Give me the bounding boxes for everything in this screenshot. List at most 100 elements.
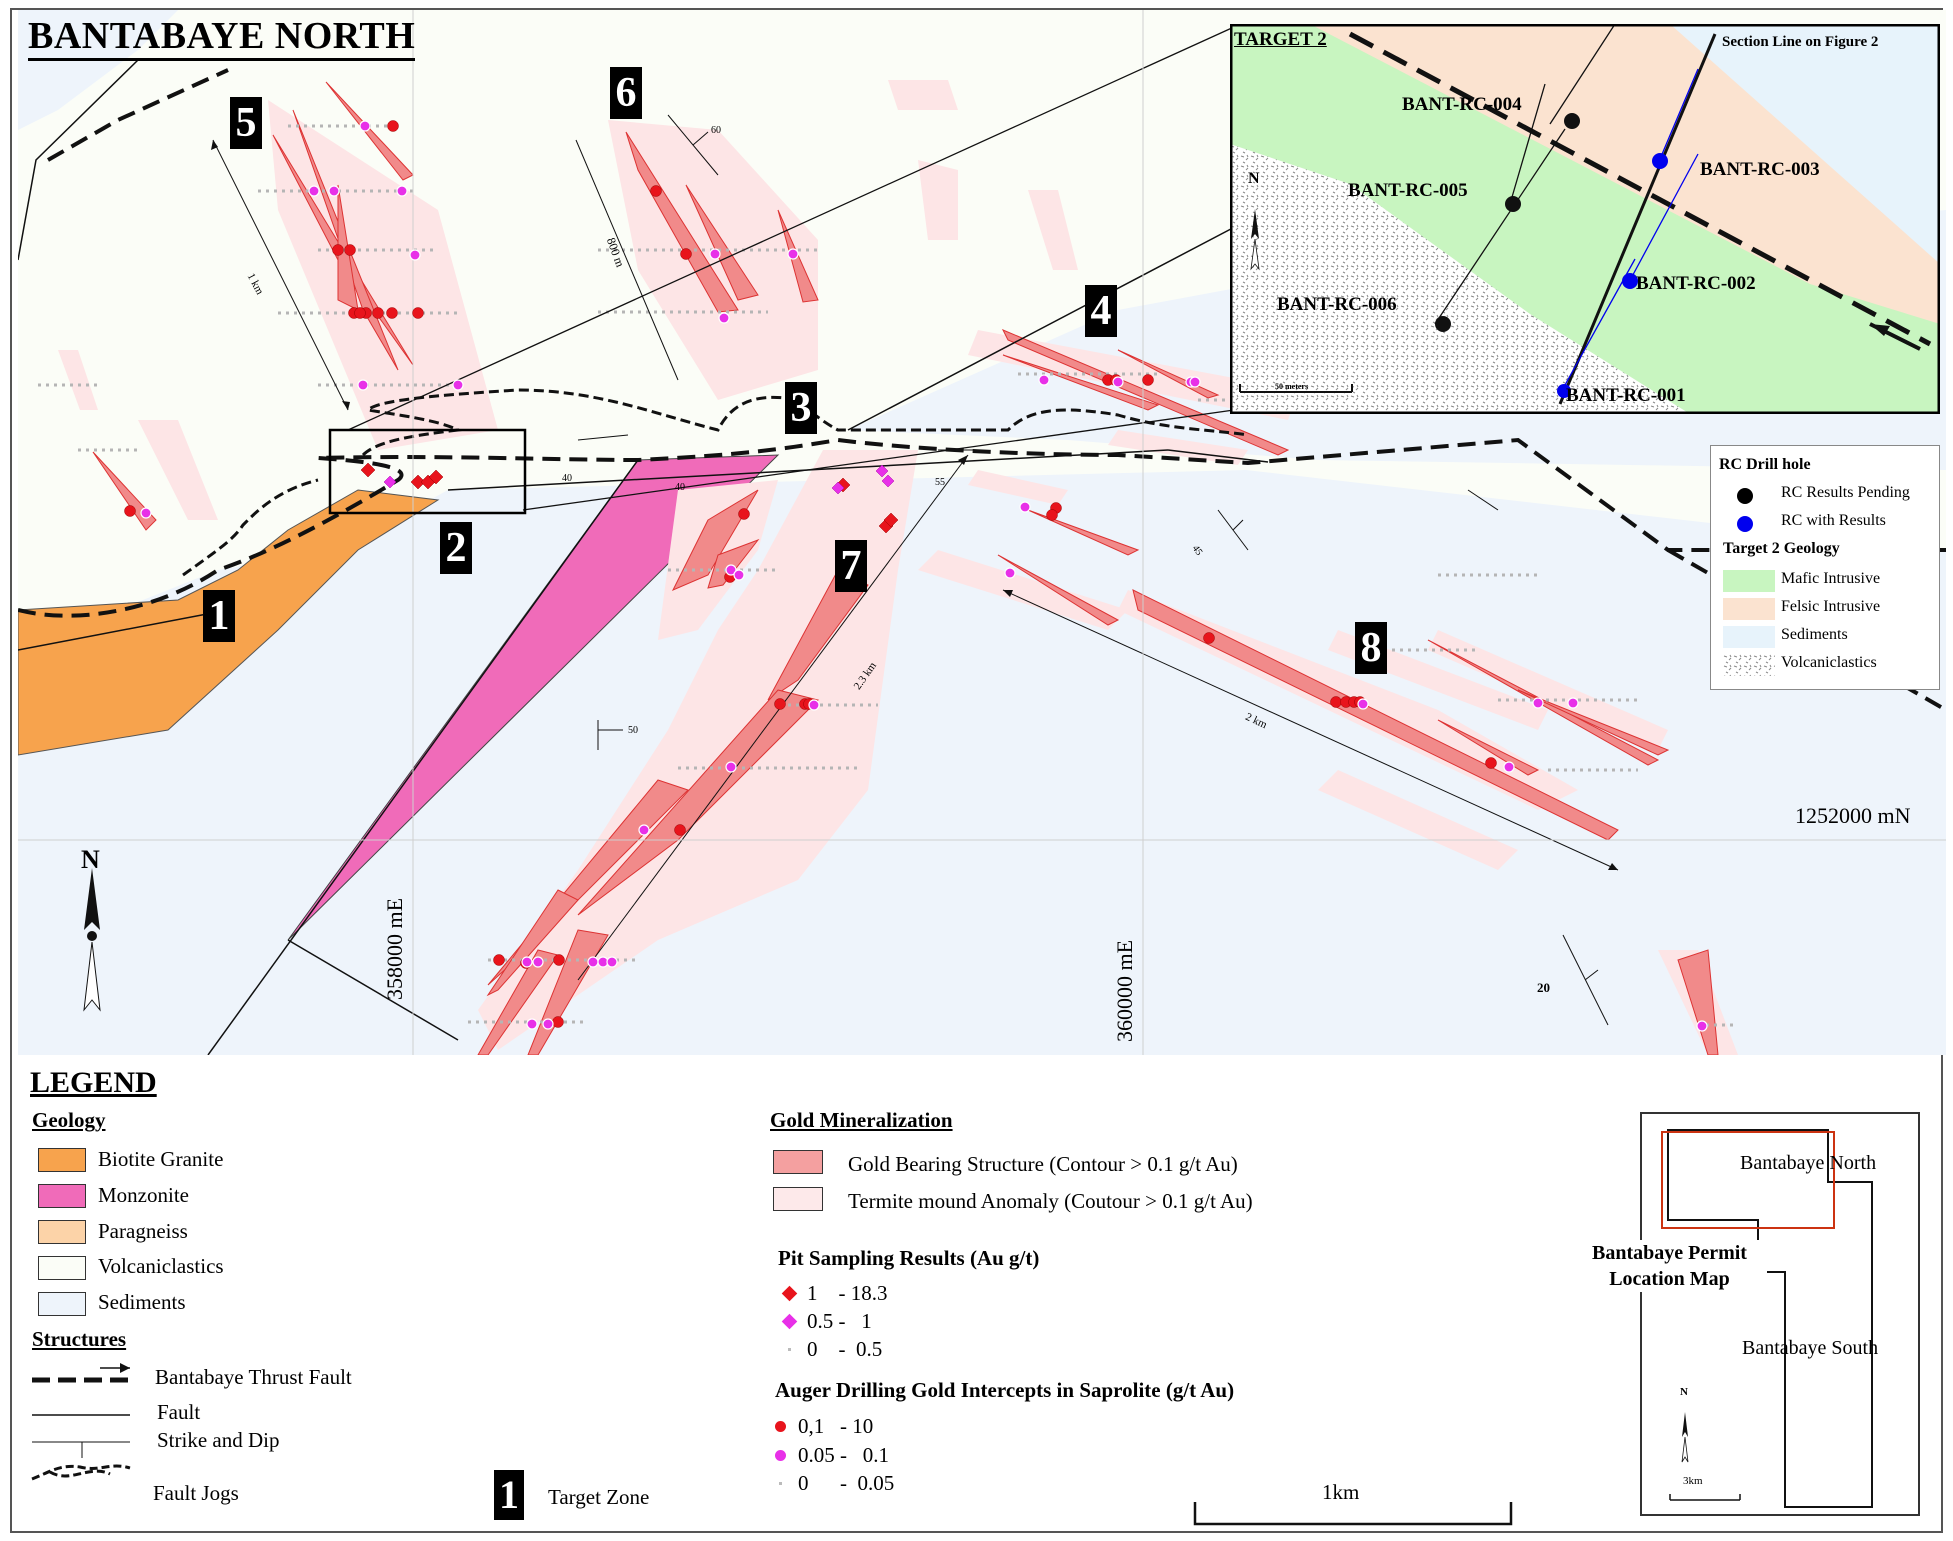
mafic-label: Mafic Intrusive — [1781, 570, 1881, 587]
easting-360000: 360000 mE — [1112, 939, 1137, 1042]
auger-mid — [140, 120, 1708, 1032]
target-zone-5-label[interactable]: 5 — [230, 97, 262, 149]
drill-hole-label-rc006[interactable]: BANT-RC-006 — [1277, 294, 1397, 315]
biotite-granite-swatch — [38, 1148, 86, 1172]
dip-label-60: 60 — [711, 125, 721, 136]
target-zone-3-label[interactable]: 3 — [785, 382, 817, 434]
auger-low-icon — [779, 1482, 782, 1485]
location-scale-label: 3km — [1683, 1475, 1703, 1487]
scale-bar — [1193, 1502, 1513, 1526]
auger-mid-icon — [775, 1450, 786, 1461]
faults — [18, 59, 1269, 1055]
gold-structure-swatch — [773, 1150, 823, 1174]
target-zone-6-label[interactable]: 6 — [610, 67, 642, 119]
rc-results-label: RC with Results — [1781, 512, 1886, 529]
gold-structure-label: Gold Bearing Structure (Contour > 0.1 g/… — [848, 1152, 1238, 1176]
drill-hole-label-rc004[interactable]: BANT-RC-004 — [1402, 94, 1522, 115]
pit-samples-mid — [383, 464, 895, 495]
rc-pending-icon — [1737, 488, 1753, 504]
target-zone-legend-label: Target Zone — [548, 1485, 650, 1509]
paragneiss-swatch — [38, 1220, 86, 1244]
target-zone-8-label[interactable]: 8 — [1355, 622, 1387, 674]
strike-dip-symbols — [577, 114, 1609, 1026]
inset-legend-panel: RC Drill hole RC Results Pending RC with… — [1710, 445, 1940, 690]
felsic-label: Felsic Intrusive — [1781, 598, 1881, 615]
volcaniclastics-swatch-main — [38, 1256, 86, 1280]
target-zone-1-label[interactable]: 1 — [203, 590, 235, 642]
geology-heading: Geology — [32, 1108, 106, 1132]
drill-hole-label-rc001[interactable]: BANT-RC-001 — [1566, 385, 1686, 406]
inset-legend-title: RC Drill hole — [1719, 456, 1811, 473]
target-2-box[interactable] — [328, 428, 527, 515]
north-arrow-icon — [83, 868, 101, 1012]
location-map-panel — [1640, 1112, 1920, 1516]
inset-scale-label: 50 meters — [1275, 382, 1309, 391]
inset-title: TARGET 2 — [1234, 29, 1327, 50]
mafic-swatch — [1723, 570, 1775, 592]
auger-range-low: 0 - 0.05 — [798, 1471, 895, 1495]
rc-results-icon — [1737, 516, 1753, 532]
north-label: N — [81, 845, 100, 874]
inset-callout-lines — [347, 26, 1235, 511]
dip-label-40b: 40 — [675, 482, 685, 493]
geology-map — [18, 10, 1946, 1055]
target-2-inset-map[interactable] — [1230, 24, 1940, 414]
drill-hole-label-rc003[interactable]: BANT-RC-003 — [1700, 159, 1820, 180]
rc-pending-label: RC Results Pending — [1781, 484, 1910, 501]
dip-label-20: 20 — [1537, 980, 1550, 995]
pit-sampling-heading: Pit Sampling Results (Au g/t) — [778, 1246, 1040, 1270]
auger-heading: Auger Drilling Gold Intercepts in Saprol… — [775, 1378, 1235, 1402]
dip-label-40a: 40 — [562, 473, 572, 484]
gold-mineralization-heading: Gold Mineralization — [770, 1108, 953, 1132]
pit-range-mid: 0.5 - 1 — [807, 1309, 872, 1333]
target-zone-2-label[interactable]: 2 — [440, 522, 472, 574]
grid-lines — [18, 10, 1946, 1055]
thrust-fault — [18, 437, 1946, 618]
monzonite-swatch — [38, 1184, 86, 1208]
strike-dip-label: Strike and Dip — [157, 1428, 280, 1452]
easting-358000: 358000 mE — [382, 897, 407, 1000]
target-zone-7-label[interactable]: 7 — [835, 540, 867, 592]
pit-samples-high — [360, 462, 899, 534]
auger-range-high: 0,1 - 10 — [798, 1414, 874, 1438]
section-line-label: Section Line on Figure 2 — [1722, 34, 1879, 50]
sediments-area-nw — [18, 10, 178, 130]
target-2-geology-title: Target 2 Geology — [1723, 540, 1840, 557]
legend-title: LEGEND — [30, 1066, 157, 1099]
structures-symbols — [31, 1363, 131, 1481]
drill-hole-label-rc002[interactable]: BANT-RC-002 — [1636, 273, 1756, 294]
fault-jogs — [182, 388, 1249, 577]
target-zone-4-label[interactable]: 4 — [1085, 285, 1117, 337]
volcaniclastics-label-main: Volcaniclastics — [98, 1254, 224, 1278]
location-map-title: Bantabaye Permit Location Map — [1572, 1240, 1767, 1292]
auger-high-icon — [775, 1421, 786, 1432]
target-zone-legend-icon: 1 — [494, 1470, 524, 1520]
dip-label-55: 55 — [935, 477, 945, 488]
termite-swatch — [773, 1187, 823, 1211]
distance-arrows — [212, 139, 1619, 981]
sediments-area-south — [18, 470, 1946, 1055]
auger-range-mid: 0.05 - 0.1 — [798, 1443, 889, 1467]
paragneiss-label: Paragneiss — [98, 1219, 188, 1243]
inset-north-label: N — [1248, 170, 1260, 187]
scale-bar-label: 1km — [1322, 1480, 1360, 1504]
sediments-label: Sediments — [1781, 626, 1848, 643]
volcaniclastics-label: Volcaniclastics — [1781, 654, 1877, 671]
drill-hole-label-rc005[interactable]: BANT-RC-005 — [1348, 180, 1468, 201]
location-north-arrow-label: N — [1680, 1386, 1688, 1398]
northing-1252000: 1252000 mN — [1795, 803, 1911, 828]
dip-label-50: 50 — [628, 725, 638, 736]
thrust-fault-label: Bantabaye Thrust Fault — [155, 1365, 352, 1389]
volcaniclastics-swatch — [1723, 654, 1775, 676]
map-title: BANTABAYE NORTH — [28, 14, 416, 61]
felsic-swatch — [1723, 598, 1775, 620]
sediments-swatch-main — [38, 1292, 86, 1316]
sediments-label-main: Sediments — [98, 1290, 186, 1314]
biotite-granite-label: Biotite Granite — [98, 1147, 224, 1171]
termite-label: Termite mound Anomaly (Coutour > 0.1 g/t… — [848, 1189, 1253, 1213]
sediments-swatch — [1723, 626, 1775, 648]
monzonite-label: Monzonite — [98, 1183, 189, 1207]
structures-heading: Structures — [32, 1327, 127, 1351]
location-north-label: Bantabaye North — [1740, 1152, 1877, 1174]
fault-jogs-label: Fault Jogs — [153, 1481, 239, 1505]
